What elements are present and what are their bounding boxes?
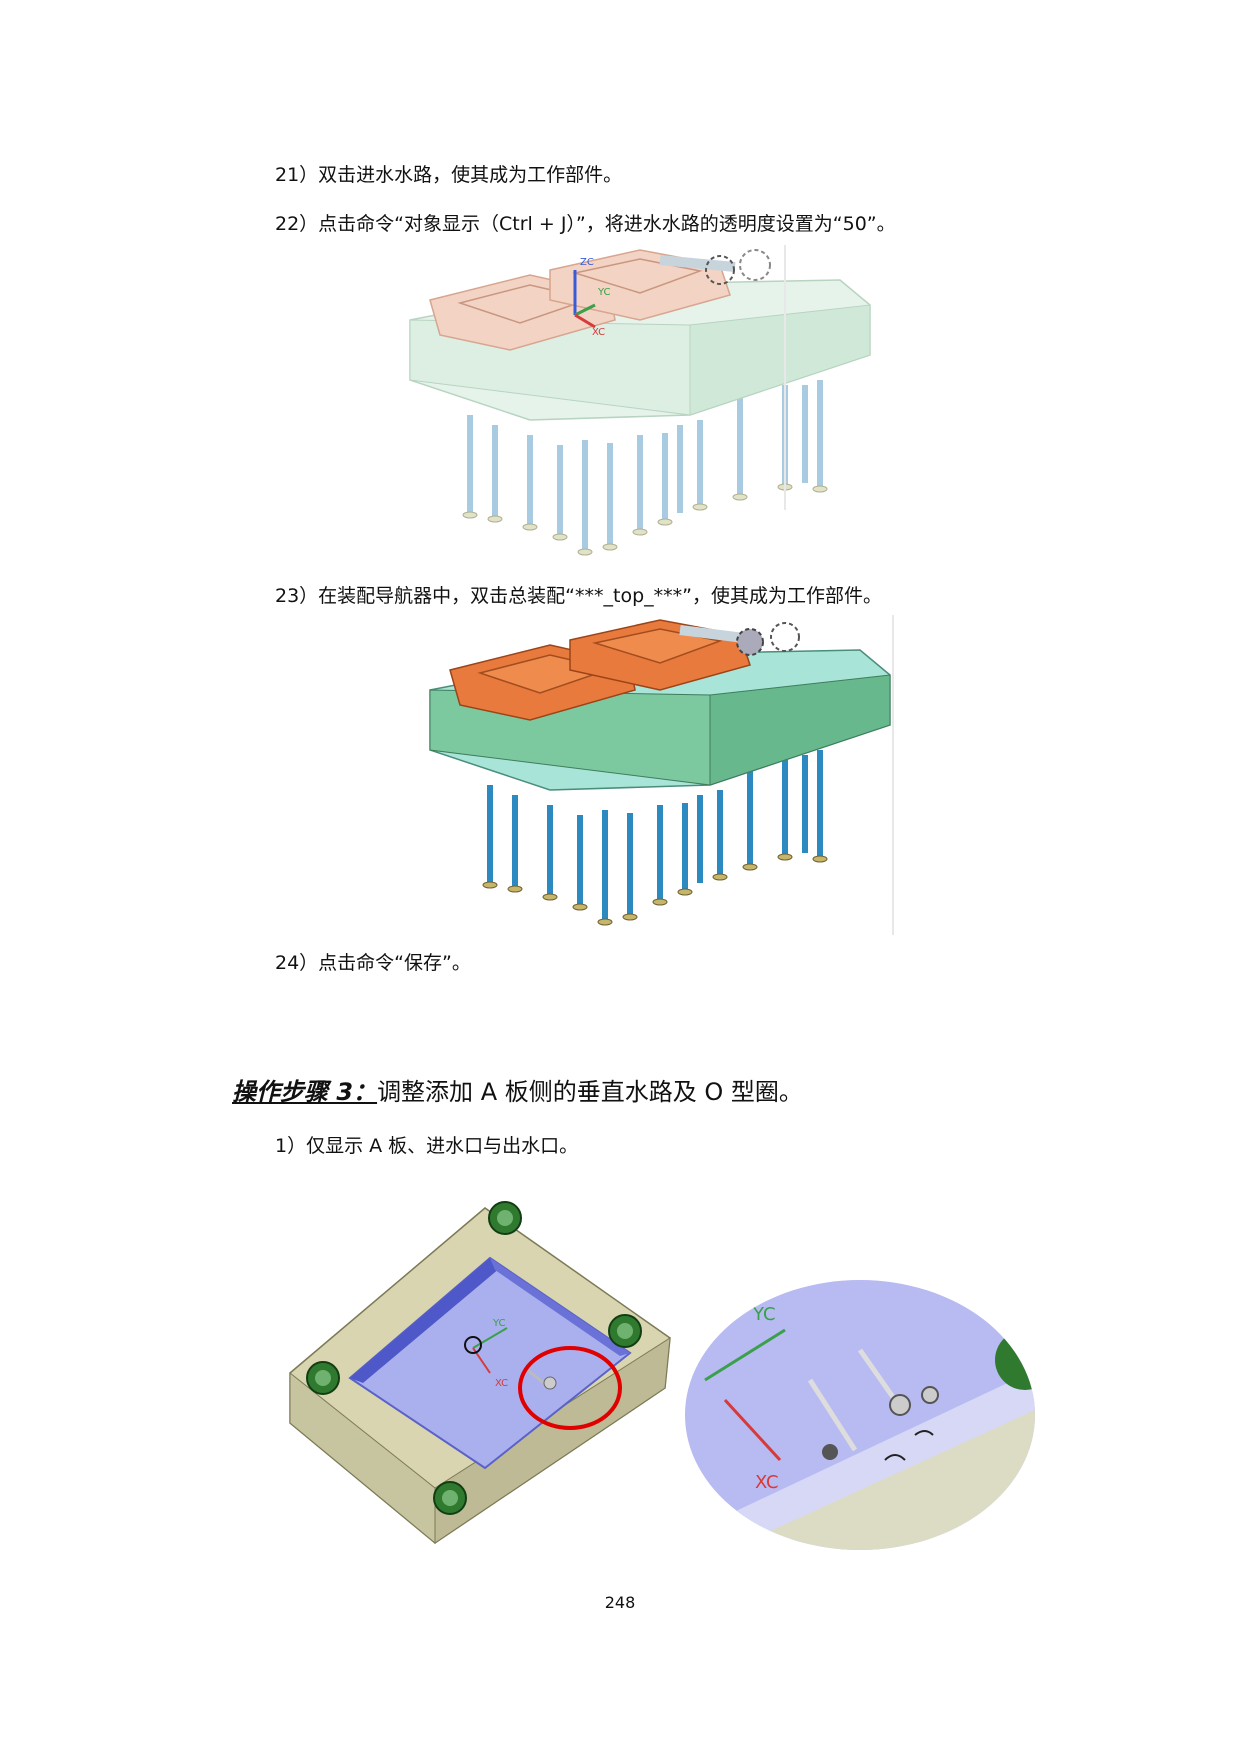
step-21: 21）双击进水水路，使其成为工作部件。 <box>275 164 623 186</box>
step-22: 22）点击命令“对象显示（Ctrl + J）”，将进水水路的透明度设置为“50”… <box>275 213 896 235</box>
axis-xc-label-zoom: XC <box>755 1472 779 1493</box>
axis-zc-label: ZC <box>580 257 594 268</box>
figure-zoom-detail: YC XC <box>685 1280 1035 1550</box>
axis-yc-label-zoom: YC <box>752 1304 776 1325</box>
section-heading: 操作步骤 3：调整添加 A 板侧的垂直水路及 O 型圈。 <box>232 1076 803 1108</box>
figure-solid-assembly <box>429 615 894 935</box>
axis-yc-label-a: YC <box>492 1318 506 1329</box>
step-1: 1）仅显示 A 板、进水口与出水口。 <box>275 1135 579 1157</box>
axis-xc-label: XC <box>592 327 605 338</box>
axis-xc-label-a: XC <box>495 1378 508 1389</box>
figure-transparent-assembly: ZC YC XC <box>409 245 871 556</box>
step-24: 24）点击命令“保存”。 <box>275 952 471 974</box>
section-heading-lead: 操作步骤 3： <box>232 1078 378 1106</box>
highlight-circle <box>518 1346 622 1430</box>
axis-yc-label: YC <box>597 287 611 298</box>
section-heading-text: 调整添加 A 板侧的垂直水路及 O 型圈。 <box>377 1078 803 1106</box>
page-number: 248 <box>604 1593 636 1612</box>
step-23: 23）在装配导航器中，双击总装配“***_top_***”，使其成为工作部件。 <box>275 585 882 607</box>
figure-a-plate: YC XC <box>289 1201 671 1545</box>
